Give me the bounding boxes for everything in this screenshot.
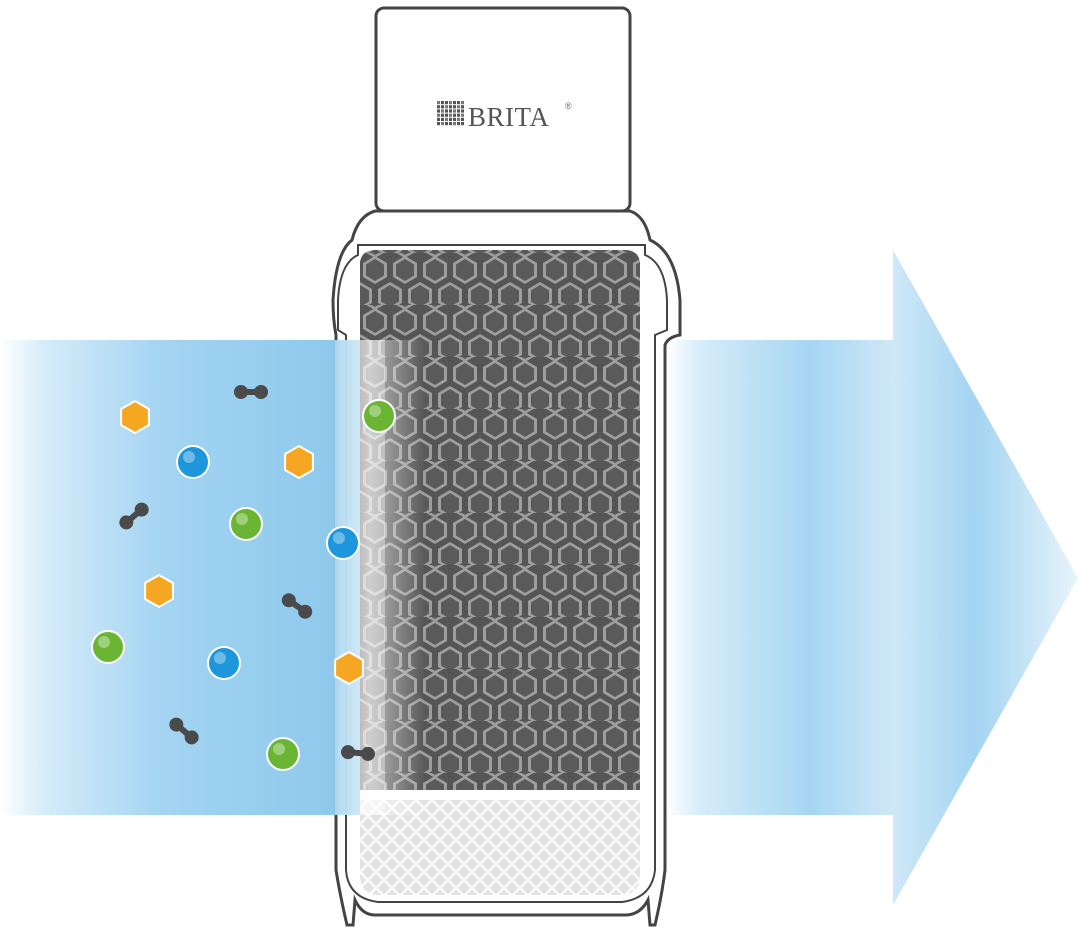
particle-hexagon-orange (284, 444, 314, 480)
particle-dumbbell-grey (169, 717, 199, 745)
brand-trademark: ® (565, 101, 572, 111)
particle-dumbbell-grey (341, 745, 375, 761)
particle-dumbbell-grey (281, 593, 313, 619)
particle-hexagon-orange (120, 399, 150, 435)
contaminant-particles (91, 385, 396, 771)
particle-hexagon-orange (334, 650, 364, 686)
inflow-water-band (0, 340, 425, 815)
particle-circle-blue (176, 445, 210, 479)
particle-dumbbell-grey (234, 385, 268, 399)
ion-exchange-mesh-layer (360, 800, 640, 895)
particle-circle-green (362, 399, 396, 433)
outflow-arrow (667, 250, 1078, 905)
particle-circle-green (266, 737, 300, 771)
particle-circle-green (91, 630, 125, 664)
brita-logo: BRITA ® (437, 101, 572, 132)
particle-circle-blue (326, 526, 360, 560)
particle-circle-blue (207, 646, 241, 680)
particle-hexagon-orange (144, 573, 174, 609)
particle-circle-green (229, 507, 263, 541)
brita-grid-logo-icon (437, 101, 464, 126)
particle-dumbbell-grey (119, 502, 149, 530)
brand-name: BRITA (468, 102, 549, 132)
